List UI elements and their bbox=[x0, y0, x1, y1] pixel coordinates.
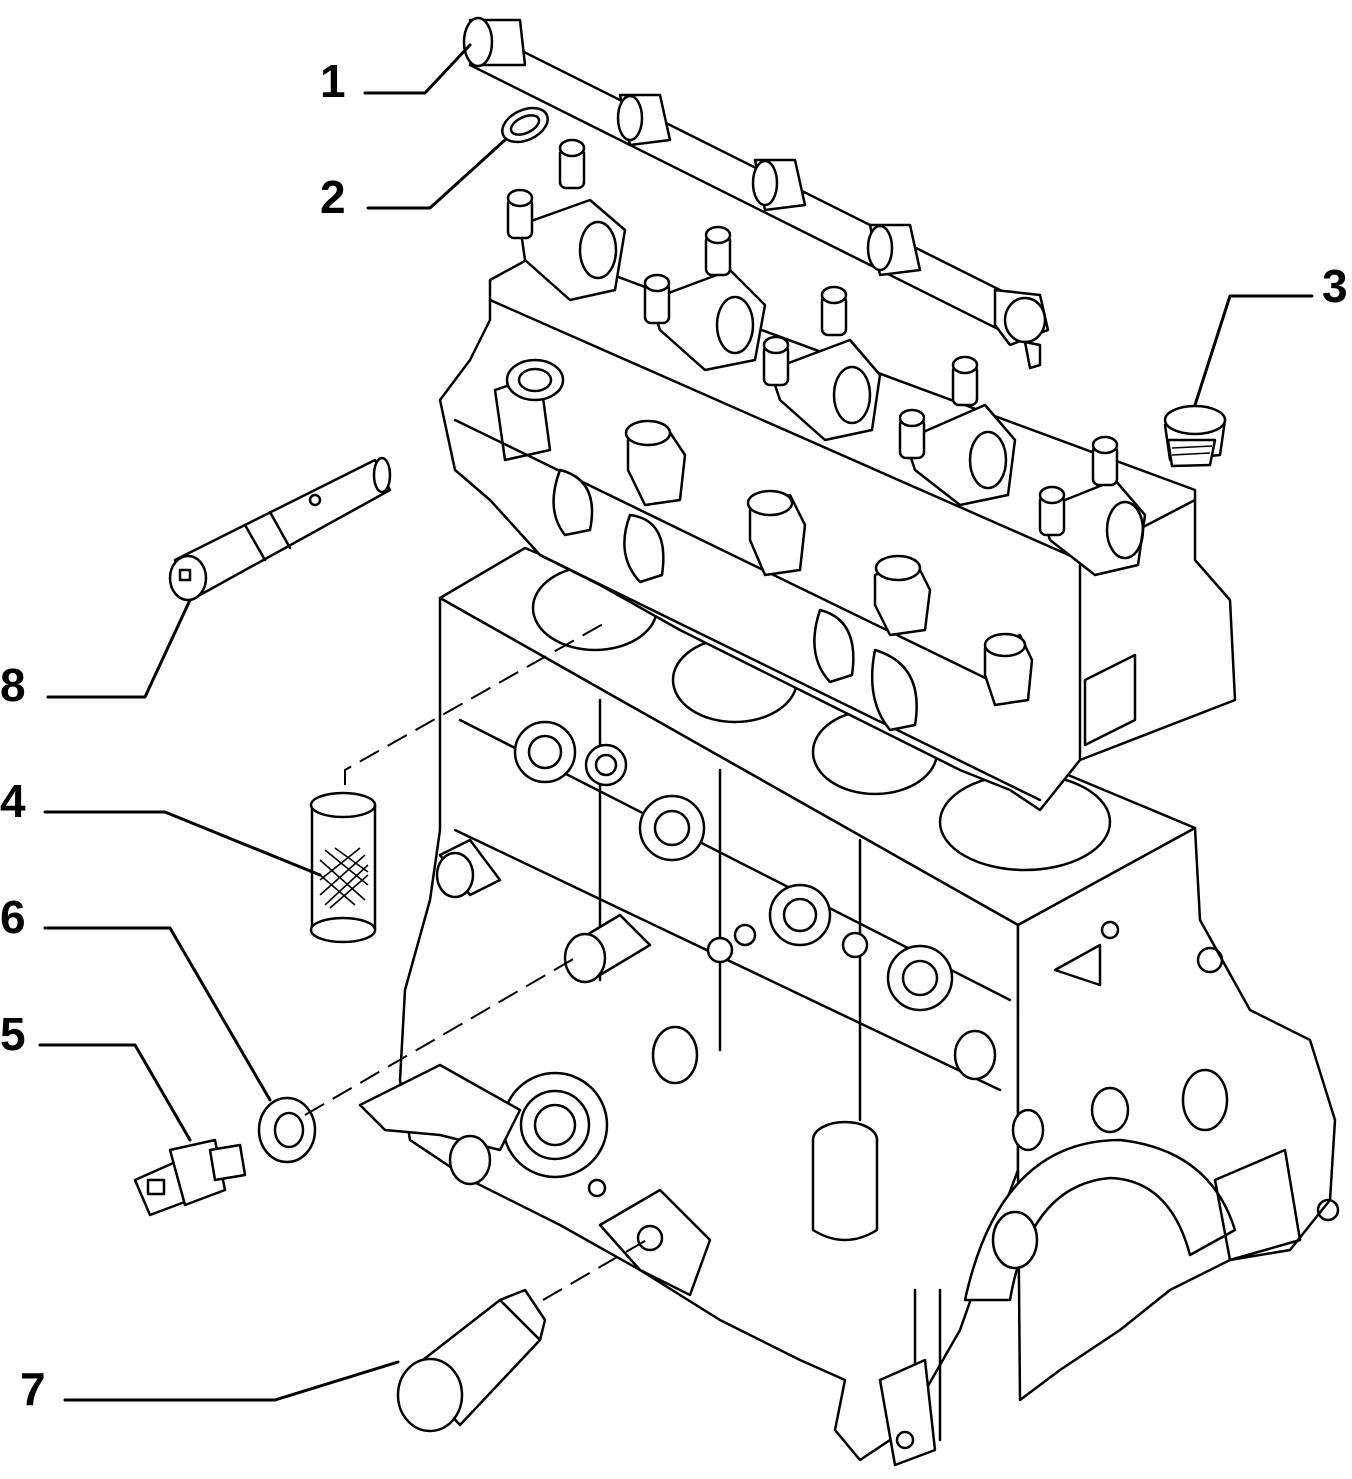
part-3-plug bbox=[1163, 404, 1227, 468]
engine-block bbox=[358, 546, 1340, 1467]
part-8-rod bbox=[168, 456, 392, 602]
leader-5 bbox=[38, 1043, 192, 1142]
callout-5: 5 bbox=[0, 1008, 26, 1060]
leader-lines bbox=[38, 43, 1314, 1402]
leader-8 bbox=[46, 598, 192, 699]
leader-6 bbox=[43, 926, 272, 1102]
valve-rockers bbox=[506, 138, 1147, 707]
part-2-ring bbox=[501, 106, 549, 144]
part-6-washer bbox=[257, 1096, 317, 1164]
part-4-filter bbox=[309, 791, 377, 944]
callout-3: 3 bbox=[1322, 260, 1348, 312]
callout-8: 8 bbox=[0, 659, 26, 711]
leader-7 bbox=[63, 1360, 400, 1402]
part-7-cylinder bbox=[396, 1288, 547, 1433]
assembly-dashed-lines bbox=[304, 619, 651, 1301]
callout-2: 2 bbox=[320, 171, 346, 223]
callout-1: 1 bbox=[320, 55, 346, 107]
callout-6: 6 bbox=[0, 891, 26, 943]
leader-1 bbox=[363, 43, 472, 95]
leader-3 bbox=[1193, 294, 1314, 407]
leader-2 bbox=[366, 138, 507, 210]
part-5-sensor bbox=[133, 1138, 247, 1217]
cylinder-head bbox=[438, 138, 1237, 812]
part-1-shaft bbox=[462, 16, 1050, 370]
callout-4: 4 bbox=[0, 775, 26, 827]
callout-7: 7 bbox=[20, 1363, 46, 1415]
leader-4 bbox=[43, 810, 322, 877]
callout-numbers: 1 2 3 4 5 6 7 8 bbox=[0, 55, 1348, 1415]
cam-bearing-cutouts bbox=[493, 358, 1137, 747]
